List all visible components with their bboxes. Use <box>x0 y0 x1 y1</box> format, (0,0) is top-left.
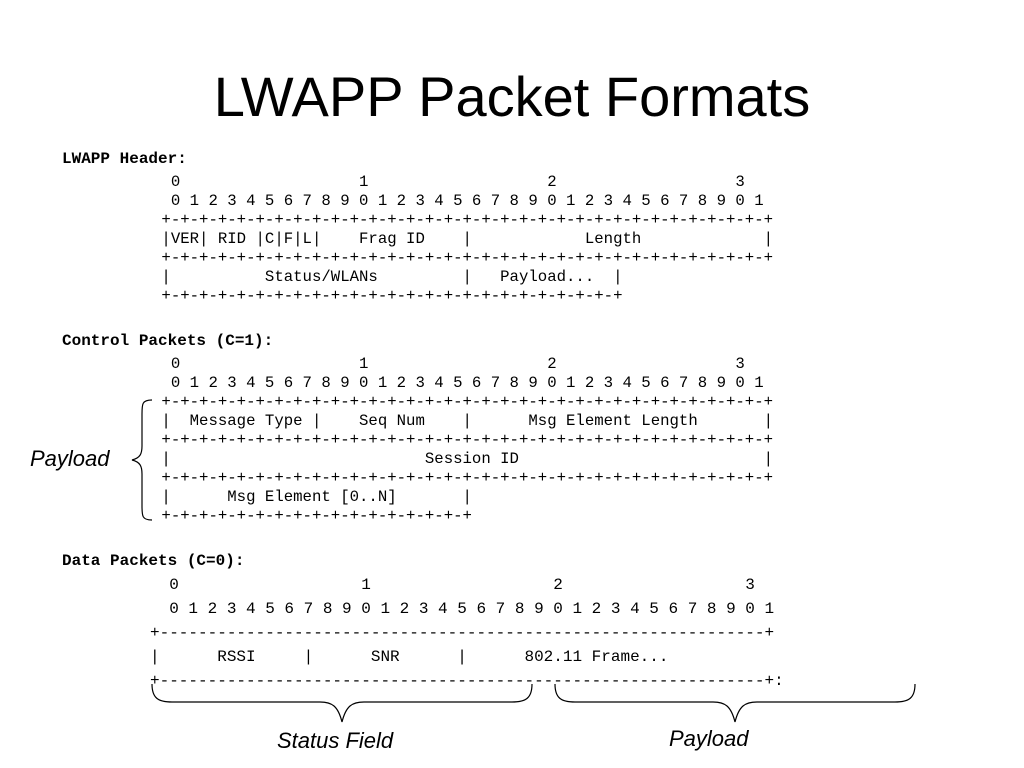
border-row: +-+-+-+-+-+-+-+-+-+-+-+-+-+-+-+-+ <box>152 507 472 525</box>
field-row: | Session ID | <box>152 450 774 468</box>
bit-number-ones-row: 0 1 2 3 4 5 6 7 8 9 0 1 2 3 4 5 6 7 8 9 … <box>152 192 764 210</box>
bit-number-tens-row: 0 1 2 3 <box>150 576 755 594</box>
field-row: | Message Type | Seq Num | Msg Element L… <box>152 412 774 430</box>
bit-number-ones-row: 0 1 2 3 4 5 6 7 8 9 0 1 2 3 4 5 6 7 8 9 … <box>150 600 775 618</box>
data-packets-heading: Data Packets (C=0): <box>62 552 245 570</box>
status-field-label: Status Field <box>277 728 394 753</box>
field-row: | Msg Element [0..N] | <box>152 488 472 506</box>
bit-number-tens-row: 0 1 2 3 <box>152 173 745 191</box>
data-payload-label: Payload <box>669 726 749 751</box>
border-row: +---------------------------------------… <box>150 624 775 642</box>
bit-number-ones-row: 0 1 2 3 4 5 6 7 8 9 0 1 2 3 4 5 6 7 8 9 … <box>152 374 764 392</box>
field-row: | Status/WLANs | Payload... | <box>152 268 623 286</box>
field-row: |VER| RID |C|F|L| Frag ID | Length | <box>152 230 774 248</box>
field-row: | RSSI | SNR | 802.11 Frame... <box>150 648 669 666</box>
control-packets-diagram: 0 1 2 3 0 1 2 3 4 5 6 7 8 9 0 1 2 3 4 5 … <box>152 355 786 526</box>
slide-title: LWAPP Packet Formats <box>213 65 811 128</box>
bit-number-tens-row: 0 1 2 3 <box>152 355 745 373</box>
border-row: +-+-+-+-+-+-+-+-+-+-+-+-+-+-+-+-+-+-+-+-… <box>152 393 774 411</box>
control-packets-heading: Control Packets (C=1): <box>62 332 274 350</box>
payload-brace-left <box>131 399 153 521</box>
data-packets-diagram: 0 1 2 3 0 1 2 3 4 5 6 7 8 9 0 1 2 3 4 5 … <box>150 573 784 693</box>
control-payload-label: Payload <box>30 446 110 471</box>
border-row: +---------------------------------------… <box>150 672 784 690</box>
lwapp-header-heading: LWAPP Header: <box>62 150 187 168</box>
status-field-brace <box>151 683 533 723</box>
border-row: +-+-+-+-+-+-+-+-+-+-+-+-+-+-+-+-+-+-+-+-… <box>152 249 774 267</box>
border-row: +-+-+-+-+-+-+-+-+-+-+-+-+-+-+-+-+-+-+-+-… <box>152 431 774 449</box>
border-row: +-+-+-+-+-+-+-+-+-+-+-+-+-+-+-+-+-+-+-+-… <box>152 469 774 487</box>
data-payload-brace <box>554 683 916 723</box>
border-row: +-+-+-+-+-+-+-+-+-+-+-+-+-+-+-+-+-+-+-+-… <box>152 287 623 305</box>
border-row: +-+-+-+-+-+-+-+-+-+-+-+-+-+-+-+-+-+-+-+-… <box>152 211 774 229</box>
lwapp-header-diagram: 0 1 2 3 0 1 2 3 4 5 6 7 8 9 0 1 2 3 4 5 … <box>152 173 786 306</box>
